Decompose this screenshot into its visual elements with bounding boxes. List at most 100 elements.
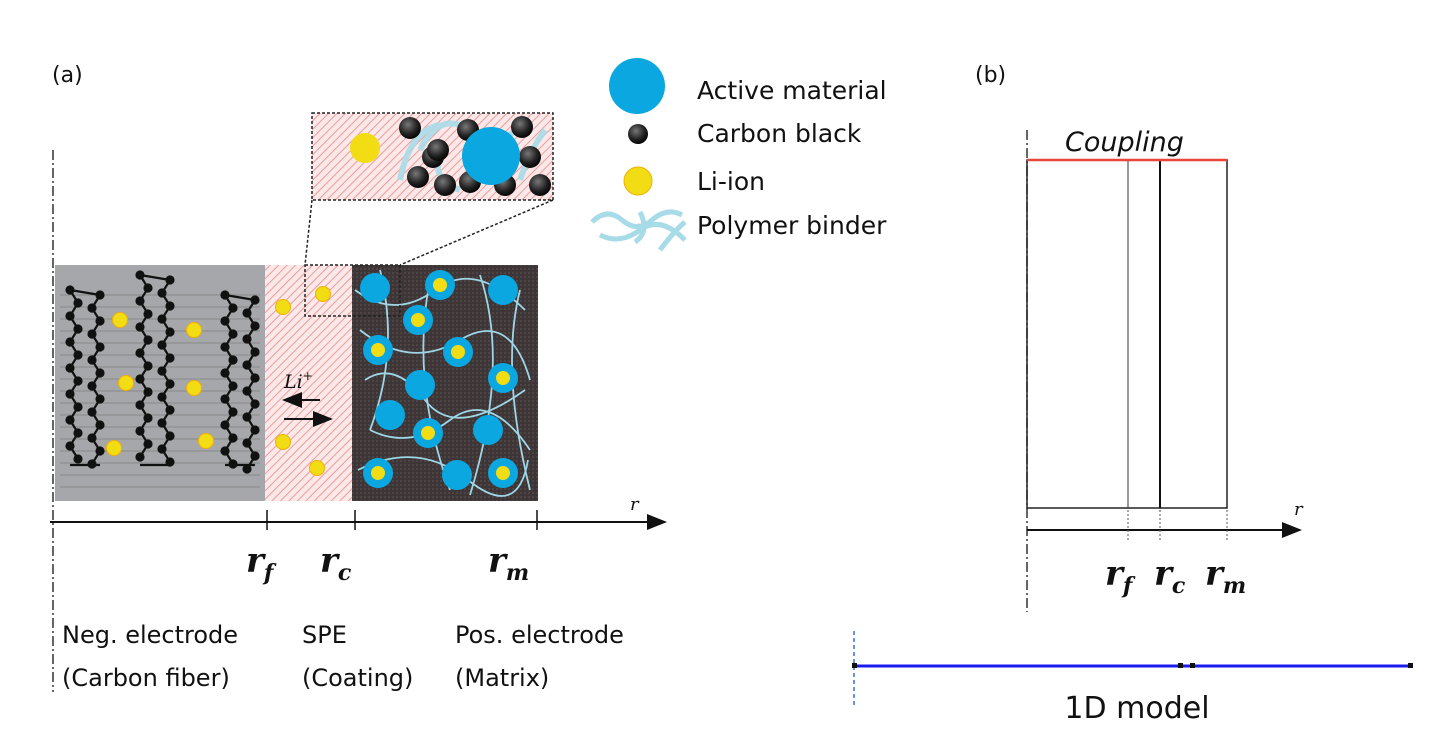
- carbon-black-particle: [399, 117, 421, 139]
- carbon-black-particle: [434, 174, 456, 196]
- panel-a: (a) Li+: [50, 58, 887, 692]
- carbon-atom: [143, 283, 153, 293]
- carbon-fiber-region: [55, 265, 265, 501]
- carbon-atom: [220, 446, 230, 456]
- carbon-atom: [65, 363, 75, 373]
- carbon-atom: [157, 366, 167, 376]
- carbon-atom: [95, 368, 105, 378]
- li-ion: [433, 278, 447, 292]
- carbon-atom: [228, 329, 238, 339]
- carbon-atom: [220, 342, 230, 352]
- li-ion: [106, 440, 122, 456]
- carbon-atom: [73, 350, 83, 360]
- li-ion: [309, 460, 325, 476]
- carbon-atom: [65, 389, 75, 399]
- carbon-atom: [220, 316, 230, 326]
- carbon-atom: [157, 288, 167, 298]
- carbon-atom: [87, 355, 97, 365]
- carbon-atom: [95, 394, 105, 404]
- tick-label-rc: rc: [320, 541, 352, 586]
- node-point: [852, 663, 857, 668]
- fiber-bond: [139, 273, 171, 282]
- carbon-atom: [157, 392, 167, 402]
- carbon-atom: [143, 439, 153, 449]
- region-sublabel-spe: (Coating): [302, 664, 413, 692]
- carbon-atom: [228, 381, 238, 391]
- carbon-atom: [250, 321, 260, 331]
- active-material-particle: [360, 273, 390, 303]
- region-sublabel-pos: (Matrix): [455, 664, 549, 692]
- carbon-atom: [87, 433, 97, 443]
- carbon-atom: [165, 301, 175, 311]
- carbon-atom: [157, 418, 167, 428]
- li-ion: [186, 380, 202, 396]
- panel-b-label: (b): [975, 63, 1006, 88]
- carbon-atom: [135, 400, 145, 410]
- carbon-atom: [143, 309, 153, 319]
- carbon-atom: [250, 373, 260, 383]
- carbon-atom: [95, 342, 105, 352]
- domain-rect: [1026, 159, 1228, 509]
- li-ion: [421, 426, 435, 440]
- carbon-atom: [228, 407, 238, 417]
- carbon-atom: [242, 308, 252, 318]
- carbon-atom: [65, 337, 75, 347]
- carbon-atom: [242, 412, 252, 422]
- carbon-atom: [87, 381, 97, 391]
- carbon-atom: [143, 361, 153, 371]
- tick-label-rc-b: rc: [1154, 554, 1186, 599]
- carbon-atom: [157, 314, 167, 324]
- active-material-particle: [473, 415, 503, 445]
- carbon-atom: [250, 425, 260, 435]
- carbon-atom: [95, 420, 105, 430]
- tick-label-rm: rm: [488, 541, 529, 586]
- carbon-atom: [250, 399, 260, 409]
- li-ion: [371, 466, 385, 480]
- active-material-particle: [405, 370, 435, 400]
- carbon-atom: [95, 446, 105, 456]
- carbon-atom: [242, 334, 252, 344]
- carbon-atom: [165, 353, 175, 363]
- region-label-pos: Pos. electrode: [455, 621, 624, 649]
- spe-coating-region: [265, 265, 353, 501]
- li-ion-icon: [623, 166, 653, 196]
- carbon-atom: [165, 431, 175, 441]
- carbon-atom: [165, 379, 175, 389]
- carbon-atom: [135, 348, 145, 358]
- model-1d-label: 1D model: [1064, 691, 1209, 726]
- panel-a-label: (a): [52, 63, 83, 88]
- legend-carbon-black: Carbon black: [697, 119, 862, 148]
- carbon-black-particle: [529, 174, 551, 196]
- active-material-icon: [609, 58, 665, 114]
- active-material-particle: [488, 275, 518, 305]
- li-ion: [118, 375, 134, 391]
- carbon-atom: [135, 426, 145, 436]
- r-axis-label: r: [630, 494, 640, 515]
- carbon-atom: [165, 327, 175, 337]
- coupling-label: Coupling: [1065, 127, 1184, 158]
- li-ion: [411, 313, 425, 327]
- carbon-atom: [242, 360, 252, 370]
- tick-label-rf: rf: [246, 541, 277, 586]
- li-ion: [371, 343, 385, 357]
- carbon-atom: [143, 335, 153, 345]
- li-ion: [198, 433, 214, 449]
- node-point: [1190, 663, 1195, 668]
- carbon-atom: [73, 376, 83, 386]
- carbon-black-particle: [427, 139, 449, 161]
- carbon-atom: [228, 355, 238, 365]
- carbon-atom: [135, 374, 145, 384]
- carbon-atom: [87, 303, 97, 313]
- carbon-atom: [242, 464, 252, 474]
- li-ion-label: Li+: [283, 369, 313, 393]
- carbon-atom: [242, 386, 252, 396]
- carbon-atom: [135, 452, 145, 462]
- carbon-atom: [143, 387, 153, 397]
- matrix-region: [352, 265, 538, 501]
- tick-label-rm-b: rm: [1205, 554, 1246, 599]
- carbon-atom: [65, 311, 75, 321]
- panel-b: (b) Coupling r rf rc rm: [975, 63, 1304, 612]
- polymer-binder-strand: [369, 409, 531, 451]
- li-ion: [275, 299, 291, 315]
